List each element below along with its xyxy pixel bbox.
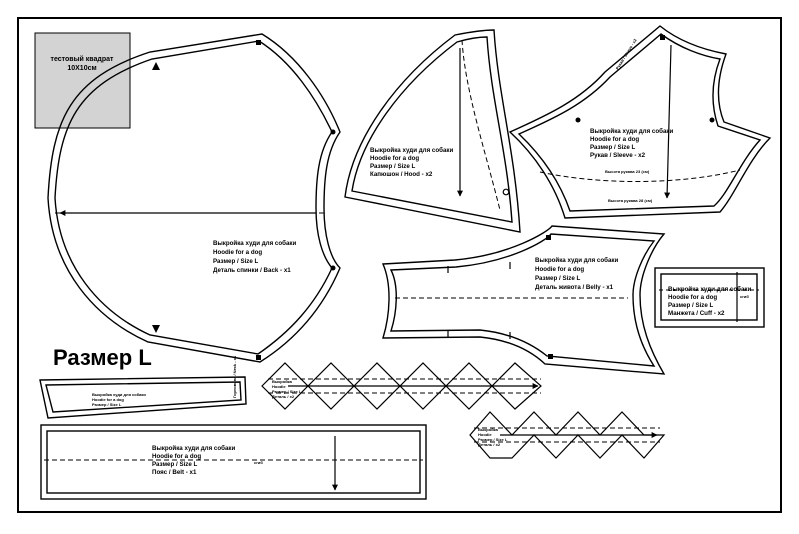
- cuff-label-4: Манжета / Cuff - x2: [668, 310, 725, 317]
- sleeve-mark: Рукав / Sleeve - x2: [615, 37, 639, 70]
- trim-large-label-1: Выкройка: [272, 379, 293, 384]
- piece-belly: Выкройка худи для собаки Hoodie for a do…: [381, 225, 666, 375]
- piece-belt: Выкройка худи для собаки Hoodie for a do…: [40, 424, 427, 500]
- collar-label-3: Размер / Size L: [92, 402, 122, 407]
- sleeve-label-2: Hoodie for a dog: [590, 136, 639, 143]
- sleeve-note-upper: Высота рукава 23 (см): [605, 169, 650, 174]
- piece-cuff: Выкройка худи для собаки Hoodie for a do…: [654, 267, 765, 328]
- piece-back: Выкройка худи для собаки Hoodie for a do…: [47, 33, 341, 363]
- cuff-label-3: Размер / Size L: [668, 302, 714, 309]
- sleeve-note-lower: Высота рукава 28 (см): [608, 198, 653, 203]
- collar-label-4: Горловина / Neck - x1: [232, 355, 237, 398]
- hood-label-3: Размер / Size L: [370, 163, 416, 170]
- back-label-3: Размер / Size L: [213, 258, 259, 265]
- sheet-border: [17, 17, 782, 513]
- piece-trim-large: Выкройка Hoodie Размер / Size L Деталь /…: [261, 362, 542, 410]
- hood-label-2: Hoodie for a dog: [370, 155, 419, 162]
- belt-label-3: Размер / Size L: [152, 461, 198, 468]
- belly-label-2: Hoodie for a dog: [535, 266, 584, 273]
- sleeve-label-3: Размер / Size L: [590, 144, 636, 151]
- back-label-2: Hoodie for a dog: [213, 249, 262, 256]
- back-label-4: Деталь спинки / Back - x1: [213, 267, 291, 274]
- hood-label-1: Выкройка худи для собаки: [370, 147, 453, 154]
- back-label-1: Выкройка худи для собаки: [213, 240, 296, 247]
- belt-label-4: Пояс / Belt - x1: [152, 469, 197, 476]
- size-title: Размер L: [53, 345, 152, 370]
- piece-trim-small: Выкройка Hoodie Размер / Size L Деталь /…: [469, 411, 666, 459]
- test-square-label-1: тестовый квадрат: [51, 55, 114, 63]
- trim-small-label-2: Hoodie: [478, 432, 492, 437]
- sleeve-label-1: Выкройка худи для собаки: [590, 128, 673, 135]
- trim-large-label-4: Деталь / x2: [272, 394, 295, 399]
- collar-label-2: Hoodie for a dog: [92, 397, 124, 402]
- collar-label-1: Выкройка худи для собаки: [92, 392, 146, 397]
- trim-small-label-1: Выкройка: [478, 427, 499, 432]
- belly-label-1: Выкройка худи для собаки: [535, 257, 618, 264]
- test-square-label-2: 10Х10см: [67, 65, 96, 72]
- cuff-label-2: Hoodie for a dog: [668, 294, 717, 301]
- piece-hood: Выкройка худи для собаки Hoodie for a do…: [344, 29, 521, 233]
- piece-collar: Выкройка худи для собаки Hoodie for a do…: [39, 355, 247, 419]
- sleeve-label-4: Рукав / Sleeve - x2: [590, 152, 646, 159]
- trim-small-label-3: Размер / Size L: [478, 437, 508, 442]
- hood-label-4: Капюшон / Hood - x2: [370, 171, 433, 178]
- belt-fold-label: сгиб: [254, 460, 263, 465]
- test-square: тестовый квадрат 10Х10см: [34, 32, 131, 129]
- belt-label-2: Hoodie for a dog: [152, 453, 201, 460]
- belly-label-3: Размер / Size L: [535, 275, 581, 282]
- cuff-label-1: Выкройка худи для собаки: [668, 286, 751, 293]
- trim-large-label-3: Размер / Size L: [272, 389, 302, 394]
- belt-label-1: Выкройка худи для собаки: [152, 445, 235, 452]
- trim-large-label-2: Hoodie: [272, 384, 286, 389]
- piece-sleeve: Рукав / Sleeve - x2 Выкройка худи для со…: [508, 25, 772, 219]
- trim-small-label-4: Деталь / x2: [478, 442, 501, 447]
- cuff-fold-label: сгиб: [740, 294, 749, 299]
- belly-label-4: Деталь живота / Belly - x1: [535, 284, 614, 291]
